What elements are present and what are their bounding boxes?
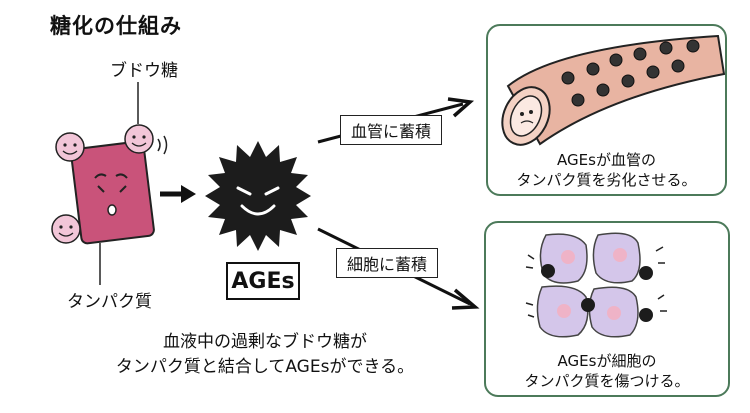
protein-icon: [70, 140, 155, 245]
cell-panel-caption: AGEsが細胞の タンパク質を傷つける。: [486, 351, 728, 391]
cell-result-panel: AGEsが細胞の タンパク質を傷つける。: [484, 221, 730, 397]
cell-caption-line2: タンパク質を傷つける。: [524, 372, 690, 390]
glucose-molecule-icon: [124, 124, 168, 155]
cell-accumulation-label: 細胞に蓄積: [336, 248, 439, 278]
blood-vessel-illustration: [501, 34, 726, 146]
arrow-to-ages: [160, 185, 196, 203]
vessel-caption-line2: タンパク質を劣化させる。: [516, 171, 697, 189]
cell-caption-line1: AGEsが細胞の: [557, 352, 657, 370]
page-title: 糖化の仕組み: [50, 14, 182, 38]
vessel-result-panel: AGEsが血管の タンパク質を劣化させる。: [486, 24, 727, 196]
vessel-caption-line1: AGEsが血管の: [557, 151, 656, 169]
glucose-label: ブドウ糖: [110, 61, 178, 81]
cell-illustration: [525, 232, 667, 338]
bottom-caption-line2: タンパク質と結合してAGEsができる。: [115, 357, 415, 377]
vessel-accumulation-label: 血管に蓄積: [340, 115, 443, 145]
vessel-panel-caption: AGEsが血管の タンパク質を劣化させる。: [488, 150, 725, 190]
glucose-molecule-icon: [51, 214, 81, 244]
glucose-molecule-icon: [55, 132, 85, 162]
bottom-caption-line1: 血液中の過剰なブドウ糖が: [163, 332, 367, 352]
ages-spiky-icon: [205, 141, 311, 251]
ages-label-box: AGEs: [226, 262, 300, 300]
bottom-caption: 血液中の過剰なブドウ糖が タンパク質と結合してAGEsができる。: [95, 330, 435, 380]
protein-label: タンパク質: [67, 292, 152, 312]
